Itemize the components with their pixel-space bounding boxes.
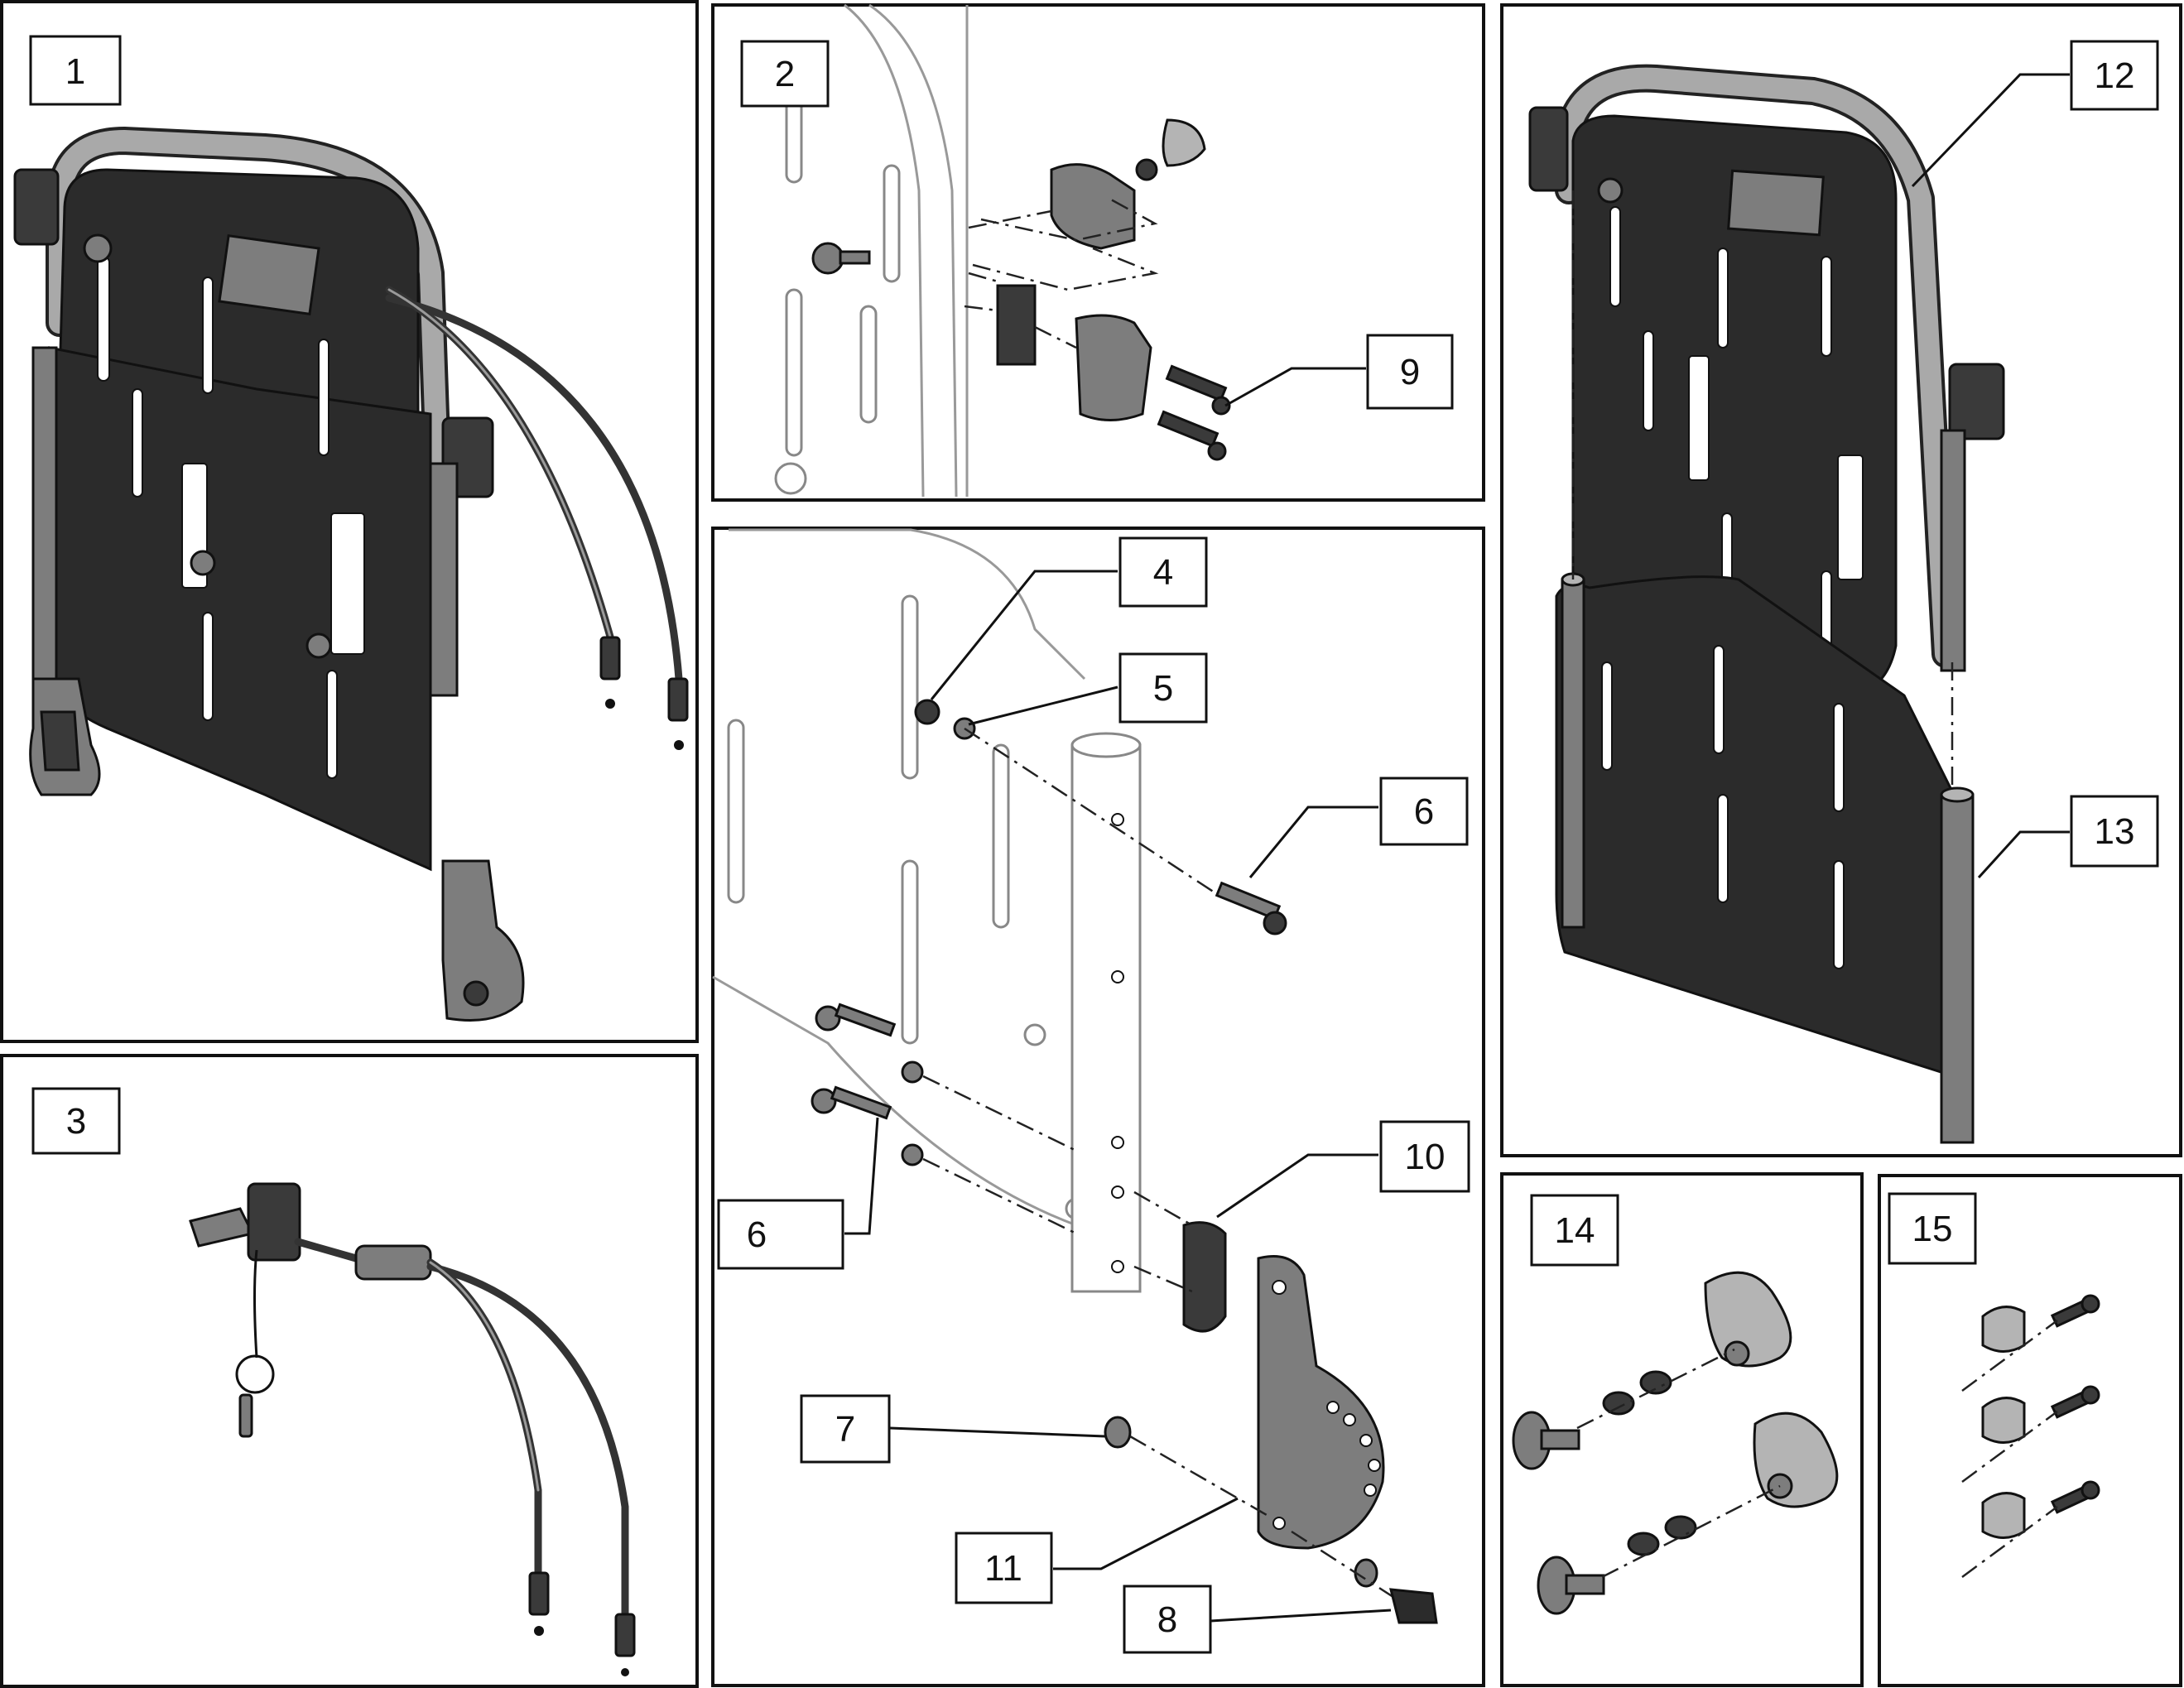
svg-text:15: 15: [1912, 1209, 1953, 1249]
screw-6-upper: [1215, 881, 1287, 935]
spacer-10: [1182, 1221, 1227, 1333]
callout-4: 4: [1118, 536, 1208, 608]
washer-7: [1104, 1416, 1132, 1449]
upper-right-clamp: [1948, 363, 2005, 440]
clamp-insert: [996, 284, 1037, 366]
svg-text:11: 11: [984, 1548, 1022, 1589]
clamp-assembly-detail: [774, 3, 1231, 498]
clip-15-a: [1981, 1306, 2026, 1353]
callout-8: 8: [1123, 1585, 1212, 1654]
svg-text:7: 7: [835, 1409, 855, 1450]
callout-15: 15: [1888, 1192, 1977, 1265]
svg-text:4: 4: [1153, 552, 1173, 593]
svg-text:5: 5: [1153, 668, 1173, 709]
plate-slots: [97, 256, 365, 779]
knob-kits: [1512, 1271, 1839, 1615]
assembled-backrest: [13, 127, 689, 1022]
cable-housing-block: [247, 1182, 301, 1262]
clamp-top-left: [13, 168, 60, 246]
hinge-bracket-11: [1257, 1255, 1385, 1550]
svg-text:9: 9: [1400, 352, 1420, 392]
lower-clamp-block: [1075, 314, 1152, 421]
hinge-plate-right: [441, 859, 525, 1022]
bolt-8: [1389, 1588, 1438, 1624]
svg-text:12: 12: [2095, 55, 2135, 96]
callout-14: 14: [1530, 1194, 1619, 1267]
callout-2: 2: [740, 40, 830, 108]
svg-text:2: 2: [775, 54, 795, 94]
nut-4: [914, 699, 940, 725]
cable-clip-kits: [1961, 1294, 2100, 1579]
svg-text:3: 3: [66, 1101, 86, 1142]
callout-13: 13: [2070, 795, 2159, 868]
leader-lines: [844, 73, 2070, 1623]
svg-text:6: 6: [1414, 791, 1434, 832]
callout-6b: 6: [717, 1199, 844, 1270]
upper-right-upright: [1940, 429, 1966, 672]
clamp-knob: [1162, 118, 1206, 167]
bracket-holes: [1272, 1280, 1381, 1530]
screws-9: [1157, 364, 1231, 461]
upright-tube: [1070, 743, 1142, 1293]
callout-10: 10: [1379, 1120, 1470, 1193]
callout-1: 1: [29, 35, 122, 106]
callout-11: 11: [955, 1532, 1053, 1604]
upright-hardware-detail: [712, 528, 1438, 1624]
knob-14-upper: [1704, 1271, 1792, 1368]
screws-6-lower: [811, 1003, 924, 1166]
upper-left-clamp: [1528, 106, 1569, 192]
callout-3: 3: [31, 1087, 121, 1155]
svg-text:14: 14: [1555, 1210, 1595, 1251]
lower-right-upright: [1940, 793, 1975, 1144]
callout-9: 9: [1366, 334, 1454, 410]
two-piece-backrest: [1528, 64, 2005, 1144]
callout-6a: 6: [1379, 777, 1469, 846]
svg-text:1: 1: [65, 51, 85, 92]
upper-clamp-block: [1050, 163, 1136, 250]
callout-5: 5: [1118, 652, 1208, 724]
lower-panel-slots: [1601, 645, 1845, 969]
svg-text:10: 10: [1405, 1137, 1446, 1177]
callout-7: 7: [800, 1394, 891, 1464]
clip-15-b: [1981, 1397, 2026, 1444]
release-cable: [189, 1182, 636, 1676]
callout-12: 12: [2070, 40, 2159, 111]
clip-15-c: [1981, 1492, 2026, 1539]
svg-text:6: 6: [747, 1214, 767, 1255]
svg-text:8: 8: [1157, 1599, 1177, 1640]
svg-text:13: 13: [2095, 811, 2135, 852]
